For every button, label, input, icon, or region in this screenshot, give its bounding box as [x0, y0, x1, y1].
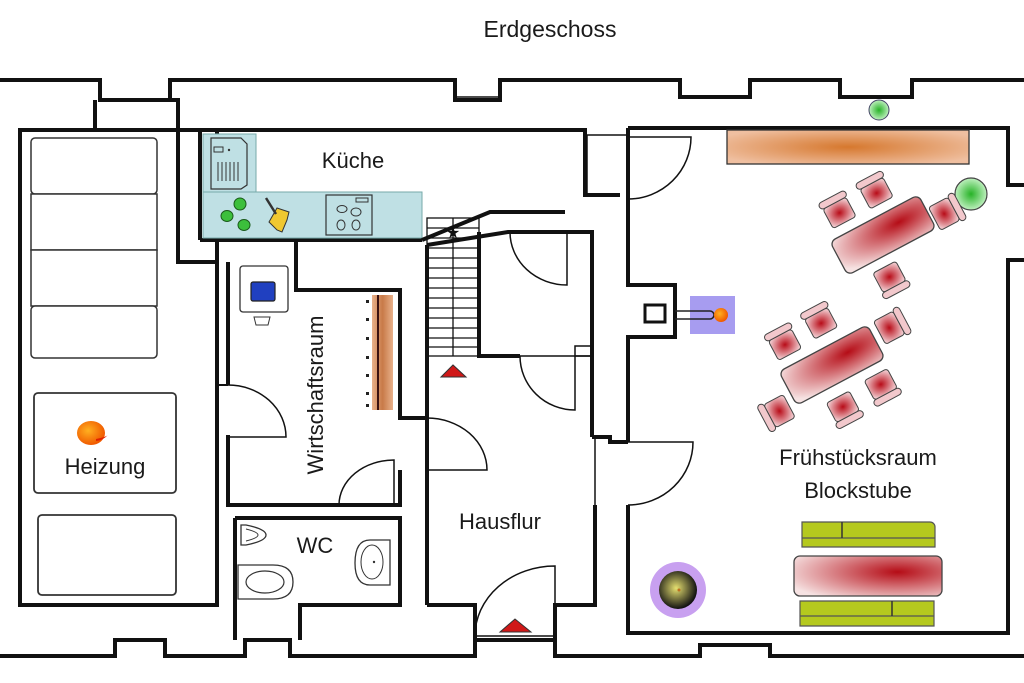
- room-fruehstuecksraum: Frühstücksraum Blockstube: [626, 99, 1024, 635]
- dining-table-2: [757, 301, 912, 433]
- long-table: [793, 555, 943, 597]
- stair-arrow-icon: [439, 364, 468, 378]
- room-label-wc: WC: [297, 533, 334, 558]
- stove-icon: [325, 194, 373, 236]
- storage-tank: [30, 249, 158, 307]
- bread-knife-icon: [264, 197, 290, 233]
- room-label-blockstube: Blockstube: [804, 478, 912, 503]
- shelf: [366, 295, 393, 410]
- toilet-icon: [237, 564, 294, 600]
- room-label-heizung: Heizung: [65, 454, 146, 479]
- chair: [873, 261, 911, 300]
- door-swing: [338, 459, 395, 506]
- room-label-wirtschaftsraum: Wirtschaftsraum: [303, 316, 328, 475]
- chair: [855, 170, 893, 209]
- windows-top: [100, 96, 912, 646]
- room-wirtschaftsraum: Wirtschaftsraum: [218, 240, 427, 507]
- room-label-kueche: Küche: [322, 148, 384, 173]
- chair: [818, 190, 856, 229]
- room-label-hausflur: Hausflur: [459, 509, 541, 534]
- passage: [586, 134, 628, 505]
- kitchen-counter: [202, 191, 423, 239]
- room-label-fruehstuecksraum: Frühstücksraum: [779, 445, 937, 470]
- chair: [873, 306, 912, 344]
- sink-icon: [354, 539, 391, 586]
- herbs-icon: [220, 197, 251, 231]
- bench: [799, 600, 935, 627]
- boiler: [33, 392, 177, 494]
- door-swing: [227, 384, 287, 438]
- lamp-icon: [650, 562, 706, 618]
- chair: [800, 301, 838, 339]
- room-wc: WC: [233, 516, 402, 640]
- entrance-arrow-icon: [498, 618, 533, 633]
- storage-tank: [30, 193, 158, 251]
- plant-icon: [954, 177, 988, 211]
- dining-table-1: [818, 170, 967, 300]
- bench: [801, 521, 936, 548]
- urinal-icon: [240, 524, 267, 546]
- door-swing: [627, 136, 692, 200]
- chair: [826, 391, 864, 429]
- door-swing: [627, 441, 694, 506]
- chair: [864, 369, 902, 407]
- sideboard: [726, 129, 970, 165]
- chair: [928, 192, 967, 230]
- room-heizung: Heizung: [18, 100, 219, 607]
- storage-tank: [30, 137, 158, 195]
- storage-tank: [30, 305, 158, 359]
- storage-tank: [37, 514, 177, 596]
- room-hausflur: ★ Hausflur: [421, 210, 597, 656]
- chair: [757, 394, 795, 433]
- chair: [764, 322, 802, 360]
- fridge-icon: [210, 137, 248, 190]
- flame-icon: [77, 421, 108, 445]
- star-icon: ★: [446, 225, 460, 242]
- microwave-icon: [239, 265, 289, 326]
- page-title: Erdgeschoss: [484, 16, 617, 42]
- fireplace-icon: [675, 296, 735, 334]
- door-swing: [426, 417, 488, 471]
- plant-icon: [868, 99, 890, 121]
- door-swing: [509, 231, 568, 286]
- room-kueche: Küche: [170, 98, 620, 605]
- door-swing: [519, 355, 576, 411]
